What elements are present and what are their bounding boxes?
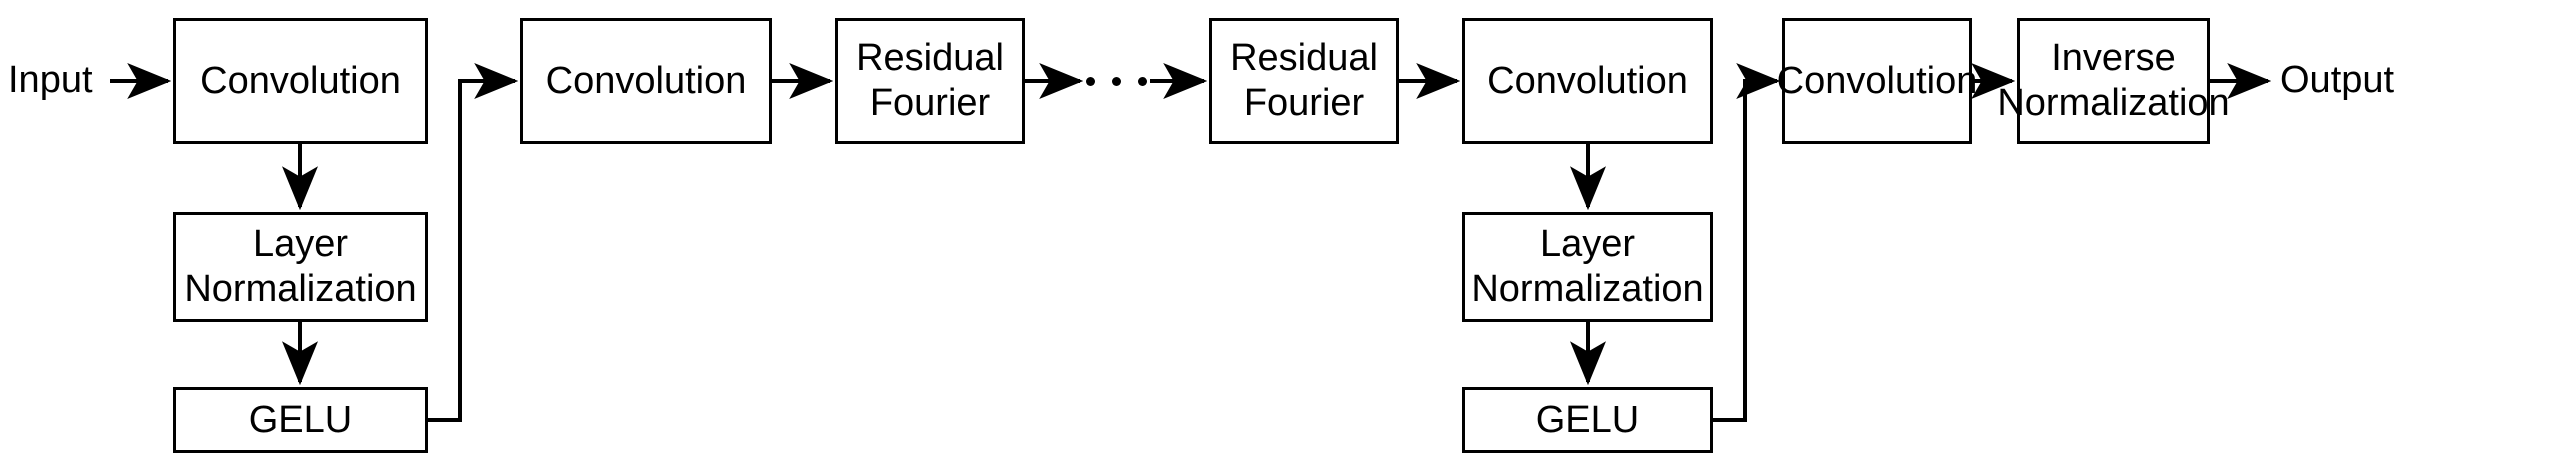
ellipsis-dot bbox=[1138, 77, 1147, 86]
node-convolution-4[interactable]: Convolution bbox=[1777, 18, 1977, 144]
edge-gelu2-to-conv4 bbox=[1713, 63, 1781, 422]
node-residual-fourier-2[interactable]: Residual Fourier bbox=[1209, 18, 1399, 144]
node-gelu-1[interactable]: GELU bbox=[173, 387, 428, 453]
node-layer-normalization-1[interactable]: Layer Normalization bbox=[173, 212, 428, 322]
node-gelu-2[interactable]: GELU bbox=[1462, 387, 1713, 453]
output-label: Output bbox=[2280, 59, 2395, 101]
input-label: Input bbox=[8, 59, 93, 101]
ellipsis-dot bbox=[1086, 77, 1095, 86]
node-layer-normalization-2[interactable]: Layer Normalization bbox=[1462, 212, 1713, 322]
node-inverse-normalization[interactable]: Inverse Normalization bbox=[1997, 18, 2230, 144]
edge-gelu1-to-conv2 bbox=[428, 63, 519, 422]
ellipsis-dot bbox=[1112, 77, 1121, 86]
ellipsis-indicator bbox=[1086, 77, 1147, 86]
node-residual-fourier-1[interactable]: Residual Fourier bbox=[835, 18, 1025, 144]
node-convolution-3[interactable]: Convolution bbox=[1462, 18, 1713, 144]
node-convolution-1[interactable]: Convolution bbox=[173, 18, 428, 144]
node-convolution-2[interactable]: Convolution bbox=[520, 18, 772, 144]
